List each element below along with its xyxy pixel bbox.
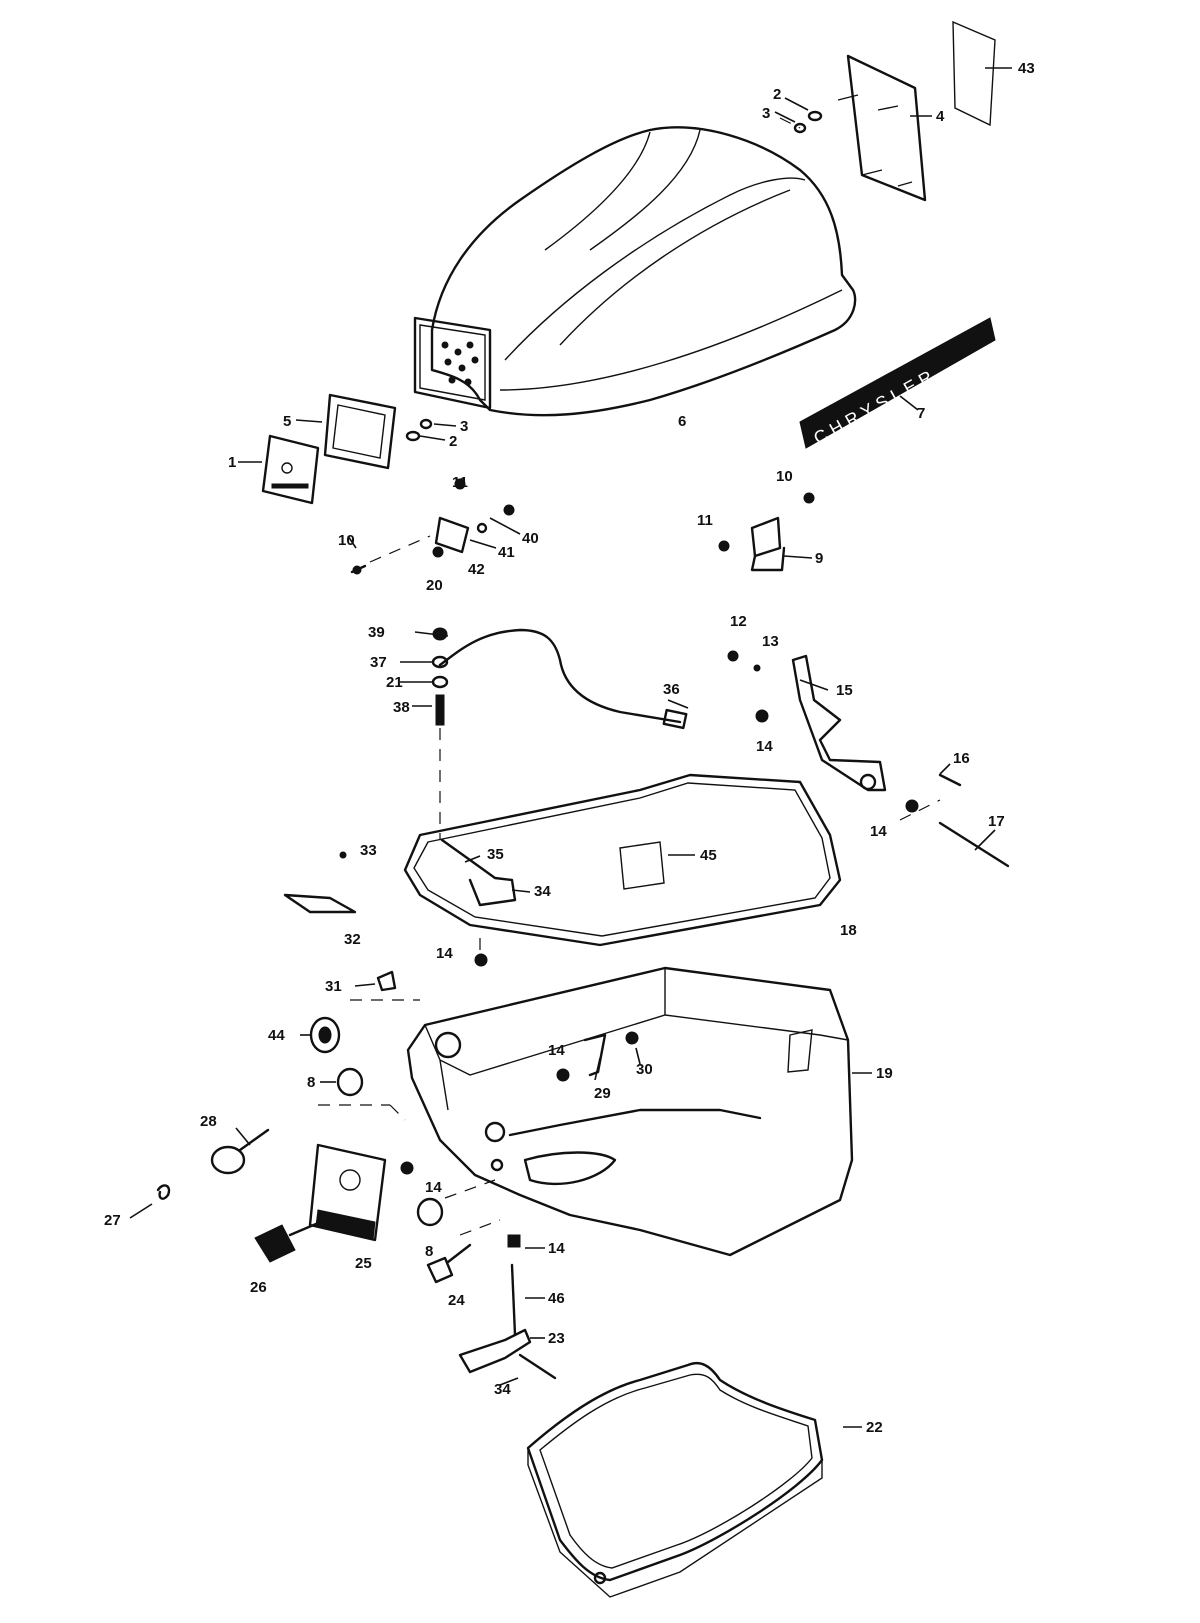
grommet-part-44: [309, 1016, 341, 1054]
callout-42: 42: [468, 561, 485, 578]
fitting-part-24: [426, 1243, 472, 1284]
callout-31: 31: [325, 978, 342, 995]
assembly-guide-lines: [318, 117, 941, 1236]
callout-43: 43: [1018, 60, 1035, 77]
callout-41: 41: [498, 544, 515, 561]
callout-13: 13: [762, 633, 779, 650]
latch-bracket-left-parts-40-41-42: [350, 478, 515, 575]
callout-30: 30: [636, 1061, 653, 1078]
lower-cowl-part-19: [406, 966, 854, 1257]
leader-lines: [129, 67, 1012, 1428]
callout-37: 37: [370, 654, 387, 671]
callout-18: 18: [840, 922, 857, 939]
callout-16: 16: [953, 750, 970, 767]
callout-33: 33: [360, 842, 377, 859]
plate-part-25: [308, 1143, 414, 1242]
clip-part-27: [156, 1184, 171, 1200]
callout-14-cowl: 14: [548, 1042, 565, 1059]
callout-24: 24: [448, 1292, 465, 1309]
callout-11-right: 11: [697, 512, 713, 529]
callout-10-right: 10: [776, 468, 793, 485]
callout-15: 15: [836, 682, 853, 699]
callout-45: 45: [700, 847, 717, 864]
plug-parts-8: [336, 1067, 444, 1227]
shift-handle-part-23: [458, 1328, 557, 1380]
callout-14-plate: 14: [425, 1179, 442, 1196]
hinge-bracket-part-9: [718, 492, 815, 572]
callout-17: 17: [988, 813, 1005, 830]
cable-assembly-part-36: [431, 627, 688, 840]
callout-labels: 43 2 3 4 5 1 3 2 6 7 10 11 11 40 10 41 9…: [104, 60, 1035, 1436]
callout-8-upper: 8: [307, 1074, 315, 1091]
callout-27: 27: [104, 1212, 121, 1229]
clip-part-31: [350, 970, 420, 1001]
callout-6: 6: [678, 413, 686, 430]
callout-35: 35: [487, 846, 504, 863]
callout-5: 5: [283, 413, 291, 430]
handle-part-26: [254, 1216, 332, 1263]
callout-39: 39: [368, 624, 385, 641]
callout-23: 23: [548, 1330, 565, 1347]
callout-25: 25: [355, 1255, 372, 1272]
callout-9: 9: [815, 550, 823, 567]
callout-14-rod: 14: [548, 1240, 565, 1257]
callout-44: 44: [268, 1027, 285, 1044]
rear-plate-part-4: [837, 54, 927, 202]
callout-32: 32: [344, 931, 361, 948]
callout-14-seal: 14: [436, 945, 453, 962]
callout-36: 36: [663, 681, 680, 698]
top-cowl-part-6: [413, 126, 857, 417]
callout-46: 46: [548, 1290, 565, 1307]
washers-2-3-upper: [793, 110, 823, 134]
shift-rod-part-46: [507, 1234, 521, 1337]
callout-22: 22: [866, 1419, 883, 1436]
callout-21: 21: [386, 674, 403, 691]
callout-12: 12: [730, 613, 747, 630]
callout-14-pivot: 14: [870, 823, 887, 840]
callout-1: 1: [228, 454, 236, 471]
callout-14-shift: 14: [756, 738, 773, 755]
callout-2-upper: 2: [773, 86, 781, 103]
callout-34-upper: 34: [534, 883, 551, 900]
callout-4: 4: [936, 108, 945, 125]
callout-26: 26: [250, 1279, 267, 1296]
decal-part-43: [952, 20, 996, 127]
callout-34-lower: 34: [494, 1381, 511, 1398]
clip-parts-32-33: [283, 851, 488, 967]
callout-7: 7: [917, 405, 925, 422]
callout-20: 20: [426, 577, 443, 594]
callout-28: 28: [200, 1113, 217, 1130]
name-plate-part-1: [261, 434, 320, 505]
callout-3-lower: 3: [460, 418, 468, 435]
callout-19: 19: [876, 1065, 893, 1082]
knob-part-28: [210, 1128, 270, 1175]
callout-11-left: 11: [452, 474, 468, 491]
shift-lever-part-15: [727, 650, 1010, 868]
callout-3-upper: 3: [762, 105, 770, 122]
callout-10-left: 10: [338, 532, 355, 549]
callout-2-lower: 2: [449, 433, 457, 450]
callout-40: 40: [522, 530, 539, 547]
chrysler-decal-part-7: CHRYSLER: [799, 317, 996, 449]
callout-38: 38: [393, 699, 410, 716]
gasket-part-22: [526, 1361, 824, 1598]
callout-29: 29: [594, 1085, 611, 1102]
front-plate-part-5: [323, 393, 433, 470]
callout-8-lower: 8: [425, 1243, 433, 1260]
